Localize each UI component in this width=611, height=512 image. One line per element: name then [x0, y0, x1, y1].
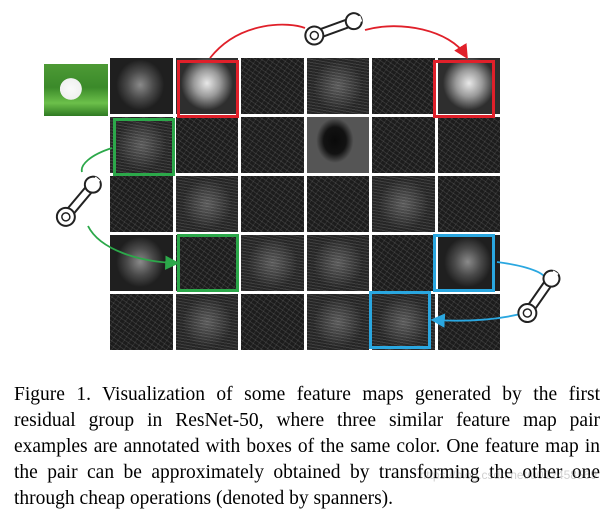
feature-map [175, 235, 238, 291]
feature-map [372, 176, 435, 232]
feature-map [241, 235, 304, 291]
feature-map [372, 117, 435, 173]
spanner-icon [55, 175, 102, 227]
feature-map [175, 176, 238, 232]
feature-map [241, 176, 304, 232]
feature-map [241, 117, 304, 173]
watermark-url: https://blog.csdn.net/u012458569 [419, 468, 597, 482]
feature-map [306, 117, 369, 173]
feature-map [372, 235, 435, 291]
input-cat-image [44, 64, 108, 116]
feature-map [110, 58, 173, 114]
feature-map [437, 294, 500, 350]
feature-map [110, 117, 173, 173]
feature-map [175, 117, 238, 173]
spanner-icon [517, 269, 561, 324]
feature-map [175, 58, 238, 114]
feature-map [306, 235, 369, 291]
feature-map [241, 58, 304, 114]
feature-map [110, 176, 173, 232]
feature-map [175, 294, 238, 350]
feature-map [372, 294, 435, 350]
feature-map [306, 58, 369, 114]
figure-caption: Figure 1. Visualization of some feature … [14, 383, 600, 509]
feature-map [110, 235, 173, 291]
feature-map [437, 176, 500, 232]
red-arrow [209, 23, 466, 58]
feature-map-figure [44, 12, 561, 350]
feature-map [306, 176, 369, 232]
feature-map [306, 294, 369, 350]
feature-map-grid [110, 58, 500, 350]
feature-map [241, 294, 304, 350]
spanner-icon [304, 12, 363, 46]
feature-map [437, 235, 500, 291]
feature-map [372, 58, 435, 114]
feature-map [437, 117, 500, 173]
feature-map [437, 58, 500, 114]
feature-map [110, 294, 173, 350]
